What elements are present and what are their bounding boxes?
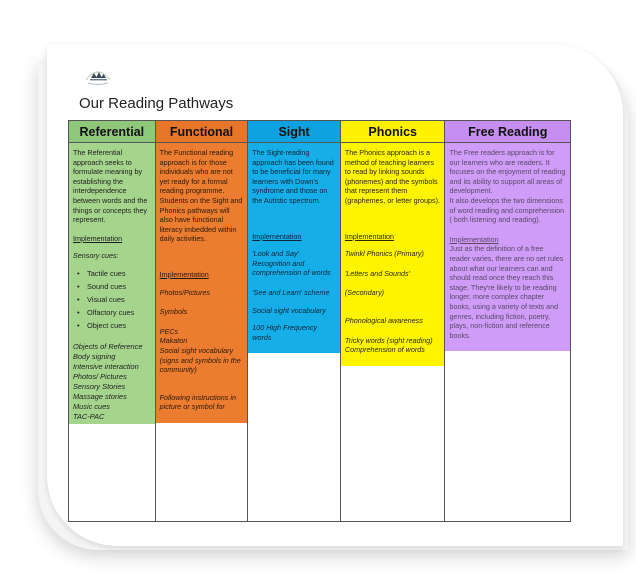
list-item: 'Look and Say' Recognition and comprehen… xyxy=(252,249,331,278)
referential-items: Objects of Reference Body signing Intens… xyxy=(73,342,151,422)
column-heading: Sight xyxy=(248,121,340,143)
list-item: Phonological awareness xyxy=(344,315,423,325)
list-item: Social sight vocabulary xyxy=(252,305,326,315)
list-item: Intensive interaction xyxy=(73,361,139,371)
list-item: Comprehension of words xyxy=(344,345,425,355)
list-item: Makaton xyxy=(159,336,188,346)
column-intro: The Functional reading approach is for t… xyxy=(159,148,243,244)
implementation-heading: Implementation xyxy=(449,234,499,244)
column-intro: The Referential approach seeks to formul… xyxy=(73,148,148,225)
list-item: 'Letters and Sounds' xyxy=(344,268,410,278)
list-item: Olfactory cues xyxy=(77,306,151,319)
column-body: The Referential approach seeks to formul… xyxy=(69,143,155,424)
column-intro-continued: It also develops the two dimensions of w… xyxy=(449,195,565,225)
implementation-heading: Implementation xyxy=(73,233,123,243)
list-item: Symbols xyxy=(159,307,188,317)
list-item: Body signing xyxy=(73,351,116,361)
column-heading: Free Reading xyxy=(445,121,570,143)
column-body: The Sight-reading approach has been foun… xyxy=(248,143,340,354)
list-item: Sensory Stories xyxy=(73,381,126,391)
sensory-cues-list: Tactile cues Sound cues Visual cues Olfa… xyxy=(77,267,151,332)
column-phonics: Phonics The Phonics approach is a method… xyxy=(340,121,446,521)
page-title: Our Reading Pathways xyxy=(79,95,234,112)
list-item: Photos/ Pictures xyxy=(73,371,127,381)
list-item: Tricky words (sight reading) xyxy=(344,335,433,345)
column-intro: The Free readers approach is for our lea… xyxy=(449,148,566,196)
list-item: Visual cues xyxy=(77,293,151,306)
column-body-text: Just as the definition of a free reader … xyxy=(449,244,564,340)
list-item: Twinkl Phonics (Primary) xyxy=(344,249,424,259)
list-item: Social sight vocabulary (signs and symbo… xyxy=(159,345,241,375)
column-body: The Free readers approach is for our lea… xyxy=(445,143,570,352)
column-body: The Functional reading approach is for t… xyxy=(155,143,248,423)
column-sight: Sight The Sight-reading approach has bee… xyxy=(248,121,341,521)
implementation-heading: Implementation xyxy=(159,269,209,279)
column-intro: The Sight-reading approach has been foun… xyxy=(252,148,334,205)
list-item: Massage stories xyxy=(73,391,127,401)
list-item: PECs xyxy=(159,326,179,336)
list-item: Music cues xyxy=(73,401,110,411)
column-free-reading: Free Reading The Free readers approach i… xyxy=(445,121,570,521)
list-item: 100 High Frequency words xyxy=(252,323,318,342)
list-item: (Secondary) xyxy=(344,288,385,298)
column-referential: Referential The Referential approach see… xyxy=(69,121,156,521)
school-logo-icon xyxy=(85,71,111,85)
list-item: Objects of Reference xyxy=(73,341,143,351)
list-item: Following instructions in picture or sym… xyxy=(159,392,236,412)
list-item: Object cues xyxy=(77,319,151,332)
column-body: The Phonics approach is a method of teac… xyxy=(340,143,445,366)
sensory-cues-label: Sensory cues: xyxy=(73,251,119,261)
implementation-heading: Implementation xyxy=(252,231,302,241)
list-item: Sound cues xyxy=(77,280,151,293)
list-item: Tactile cues xyxy=(77,267,151,280)
list-item: 'See and Learn' scheme xyxy=(252,287,330,297)
column-heading: Phonics xyxy=(340,121,445,143)
column-heading: Referential xyxy=(69,121,155,143)
list-item: Photos/Pictures xyxy=(159,287,210,297)
reading-pathways-table: Referential The Referential approach see… xyxy=(68,120,571,522)
column-intro: The Phonics approach is a method of teac… xyxy=(344,148,440,205)
list-item: TAC-PAC xyxy=(73,411,105,421)
column-heading: Functional xyxy=(155,121,248,143)
column-functional: Functional The Functional reading approa… xyxy=(155,121,249,521)
implementation-heading: Implementation xyxy=(344,231,395,241)
